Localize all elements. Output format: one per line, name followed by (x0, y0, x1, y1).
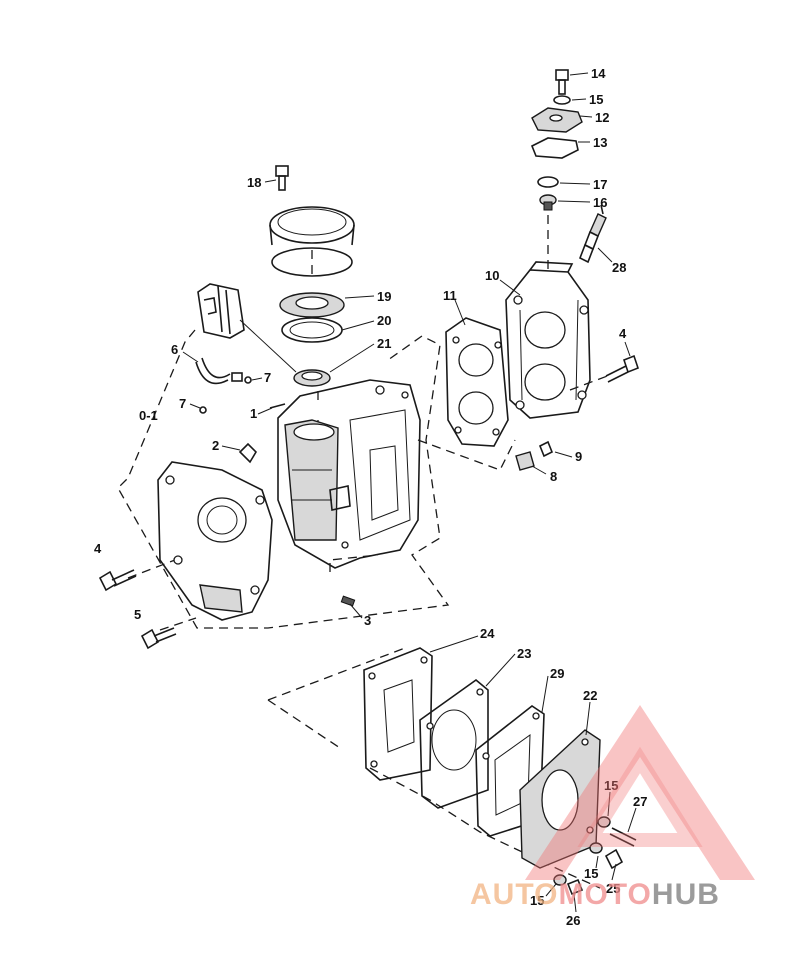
callout-24: 24 (480, 626, 495, 641)
callout-10: 10 (485, 268, 499, 283)
callout-4: 4 (94, 541, 102, 556)
callout-3: 3 (364, 613, 371, 628)
callout-5: 5 (134, 607, 141, 622)
callout-12: 12 (595, 110, 609, 125)
head-gasket (445, 317, 509, 447)
callout-17: 17 (593, 177, 607, 192)
watermark-logo: AUTOMOTOHUB (470, 705, 755, 911)
callout-2: 2 (212, 438, 219, 453)
cylinder-head (505, 261, 591, 419)
crankcase-front-half (157, 461, 273, 621)
callout-7: 7 (179, 396, 186, 411)
bolts (98, 354, 639, 650)
callout-21: 21 (377, 336, 391, 351)
callout-7: 7 (264, 370, 271, 385)
callout-27: 27 (633, 794, 647, 809)
cover-bolts (553, 816, 637, 896)
hose-and-fittings (195, 357, 286, 464)
callout-25: 25 (606, 881, 620, 896)
callout-15: 15 (604, 778, 618, 793)
watermark-triangle-icon (525, 705, 755, 880)
leader-lines (182, 72, 637, 913)
callout-22: 22 (583, 688, 597, 703)
callout-9: 9 (575, 449, 582, 464)
assembly-dashed-lines (117, 215, 611, 889)
thermostat-cover-assembly (530, 69, 583, 211)
watermark-text: AUTOMOTOHUB (470, 878, 720, 911)
callout-0-1: 0-1 (139, 408, 158, 423)
callout-4: 4 (619, 326, 627, 341)
callout-8: 8 (550, 469, 557, 484)
callout-19: 19 (377, 289, 391, 304)
callout-labels: 14 15 12 13 17 16 28 18 19 20 21 10 11 4… (94, 66, 647, 928)
callout-15: 15 (584, 866, 598, 881)
callout-6: 6 (171, 342, 178, 357)
callout-26: 26 (566, 913, 580, 928)
callout-29: 29 (550, 666, 564, 681)
callout-15: 15 (589, 92, 603, 107)
callout-18: 18 (247, 175, 261, 190)
callout-23: 23 (517, 646, 531, 661)
callout-13: 13 (593, 135, 607, 150)
callout-1: 1 (250, 406, 257, 421)
callout-20: 20 (377, 313, 391, 328)
callout-15: 15 (530, 893, 544, 908)
spark-plug (578, 204, 607, 264)
callout-14: 14 (591, 66, 606, 81)
cylinder-block (277, 379, 421, 569)
callout-28: 28 (612, 260, 626, 275)
top-bearing-cap-assembly (197, 165, 355, 387)
callout-11: 11 (443, 288, 457, 303)
callout-16: 16 (593, 195, 607, 210)
